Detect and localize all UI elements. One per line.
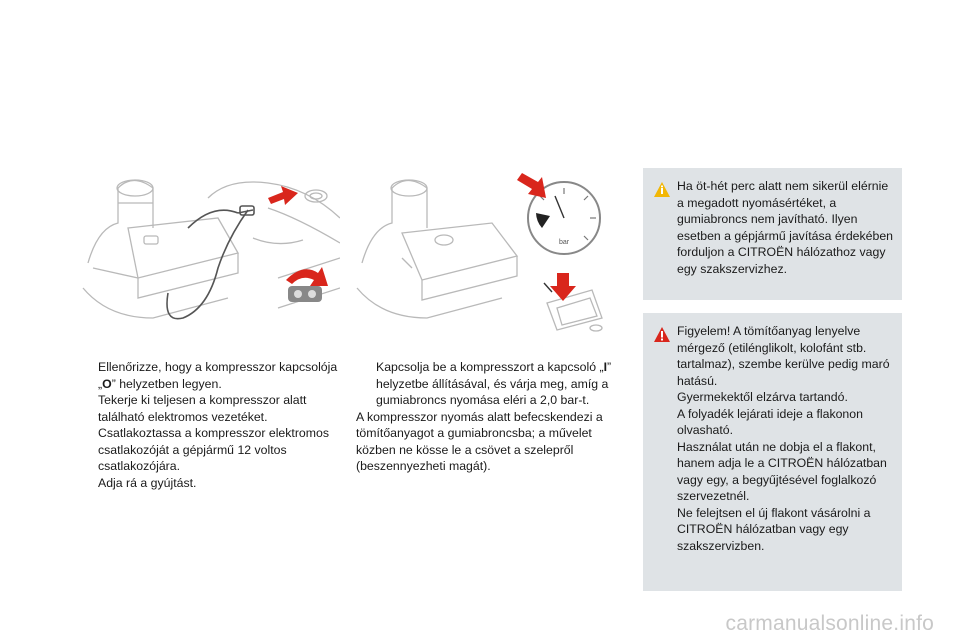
arrow-rotate-switch bbox=[286, 267, 328, 286]
info-icon bbox=[654, 182, 670, 197]
illustration-compressor-cable bbox=[78, 168, 341, 344]
step-item: Ellenőrizze, hogy a kompresszor kapcsoló… bbox=[98, 360, 338, 391]
info-box: Ha öt-hét perc alatt nem sikerül elérnie… bbox=[643, 168, 902, 300]
step-item: Csatlakoztassa a kompresszor elektromos … bbox=[98, 426, 329, 473]
step-item: Adja rá a gyújtást. bbox=[98, 475, 197, 490]
step-item: Kapcsolja be a kompresszort a kapcsoló „… bbox=[376, 360, 612, 407]
pressure-gauge: bar bbox=[527, 181, 601, 255]
arrow-press-down bbox=[550, 273, 576, 301]
warning-line: A folyadék lejárati ideje a flakonon olv… bbox=[677, 406, 863, 438]
compressor-gauge-drawing: bar bbox=[356, 173, 603, 332]
warning-icon bbox=[654, 327, 670, 342]
warning-text: Figyelem! A tömítőanyag lenyelve mérgező… bbox=[677, 323, 894, 554]
steps-mid: Kapcsolja be a kompresszort a kapcsoló „… bbox=[356, 359, 618, 475]
arrow-plug-in bbox=[268, 186, 298, 205]
step-item: Tekerje ki teljesen a kompresszor alatt … bbox=[98, 393, 307, 424]
footer-watermark: carmanualsonline.info bbox=[725, 612, 934, 635]
info-text: Ha öt-hét perc alatt nem sikerül elérnie… bbox=[677, 179, 894, 276]
illustration-compressor-gauge: bar bbox=[352, 168, 614, 344]
warning-box: Figyelem! A tömítőanyag lenyelve mérgező… bbox=[643, 313, 902, 591]
warning-line: Ne felejtsen el új flakont vásárolni a C… bbox=[677, 505, 871, 553]
warning-line: Gyermekektől elzárva tartandó. bbox=[677, 390, 848, 404]
compressor-cable-drawing bbox=[82, 179, 341, 320]
warning-line: Használat után ne dobja el a flakont, ha… bbox=[677, 439, 887, 504]
steps-left: Ellenőrizze, hogy a kompresszor kapcsoló… bbox=[78, 359, 346, 491]
arrow-gauge bbox=[517, 173, 546, 198]
mid-paragraph: A kompresszor nyomás alatt befecskendezi… bbox=[356, 409, 603, 474]
gauge-unit: bar bbox=[559, 239, 570, 246]
warning-line: Figyelem! A tömítőanyag lenyelve mérgező… bbox=[677, 324, 890, 388]
